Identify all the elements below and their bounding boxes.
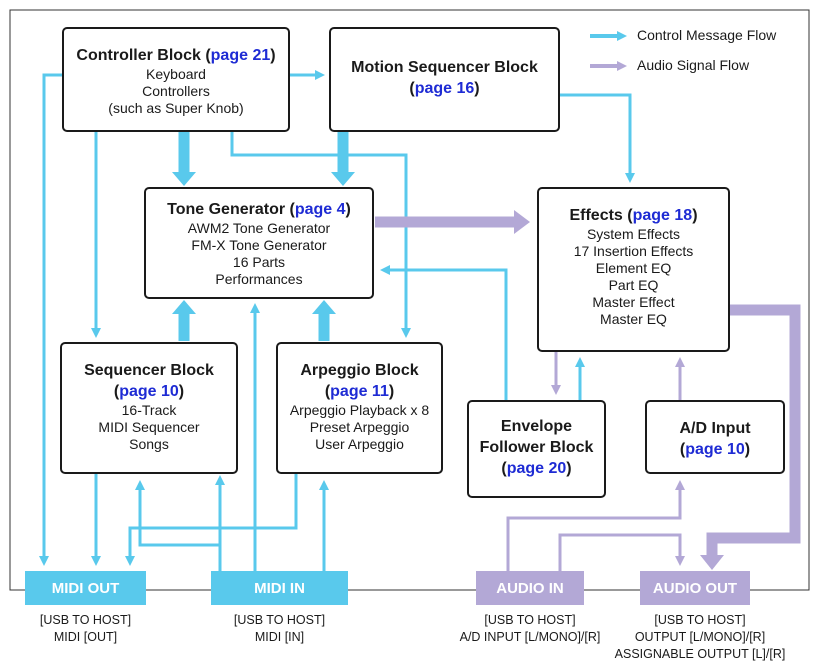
midi-out-caption: [USB TO HOST] MIDI [OUT] <box>5 612 166 646</box>
sequencer-block-page-link[interactable]: page 10 <box>119 383 179 400</box>
midi-in-caption-line: [USB TO HOST] <box>233 613 326 627</box>
tone-generator-block-title: Tone Generator (page 4) <box>167 201 351 218</box>
ad-input-block-page: (page 10) <box>679 441 751 458</box>
sequencer-block-line: MIDI Sequencer <box>98 419 200 435</box>
effects-block-line: Part EQ <box>608 277 659 293</box>
tone-generator-block-line: FM-X Tone Generator <box>191 237 327 253</box>
controller-block-line: (such as Super Knob) <box>108 100 244 116</box>
motion-sequencer-block-page-link[interactable]: page 16 <box>414 80 475 97</box>
controller-block-page-link[interactable]: page 21 <box>210 47 271 64</box>
tone-generator-block-line: 16 Parts <box>232 254 286 270</box>
effects-block-page-link[interactable]: page 18 <box>632 207 693 224</box>
envelope-follower-block-title-line1: Envelope <box>500 418 573 435</box>
motion-to-tone-arrowhead <box>331 172 355 186</box>
sequencer-block-line: Songs <box>129 436 169 452</box>
audio-in-caption-line: A/D INPUT [L/MONO]/[R] <box>459 630 601 644</box>
controller-block-line: Controllers <box>142 83 210 99</box>
ad-input-block-title: A/D Input <box>679 420 751 437</box>
controller-block-line: Keyboard <box>146 66 206 82</box>
controller-to-midi-out-arrow <box>39 73 62 566</box>
effects-block-title: Effects (page 18) <box>569 207 698 224</box>
envelope-follower-block: Envelope Follower Block (page 20) <box>467 400 606 498</box>
arpeggio-block-line: Arpeggio Playback x 8 <box>289 402 430 418</box>
arpeggio-block-line: Preset Arpeggio <box>309 419 410 435</box>
arpeggio-block-line: User Arpeggio <box>315 436 404 452</box>
frame-line <box>9 9 810 591</box>
effects-block-line: Master Effect <box>592 294 675 310</box>
controller-to-arpeggio-arrow <box>230 132 411 338</box>
audio-in-caption-line: [USB TO HOST] <box>484 613 576 627</box>
arpeggio-block: Arpeggio Block (page 11) Arpeggio Playba… <box>276 342 443 474</box>
effects-block-line: Master EQ <box>600 311 667 327</box>
audio-out-caption-line: ASSIGNABLE OUTPUT [L]/[R] <box>614 647 786 661</box>
effects-block-line: System Effects <box>586 226 681 242</box>
audio-in-caption: [USB TO HOST] A/D INPUT [L/MONO]/[R] <box>440 612 620 646</box>
effects-block: Effects (page 18) System Effects 17 Inse… <box>537 187 730 352</box>
motion-to-effects-arrow <box>560 93 635 183</box>
midi-in-port: MIDI IN <box>211 571 348 605</box>
effects-to-audio-out-arrow <box>706 304 801 555</box>
envelope-to-tone-arrow <box>380 265 508 400</box>
midi-in-caption-line: MIDI [IN] <box>254 630 305 644</box>
midi-out-caption-line: [USB TO HOST] <box>39 613 132 627</box>
sequencer-block-line: 16-Track <box>121 402 177 418</box>
ad-input-block-page-link[interactable]: page 10 <box>685 441 745 458</box>
arpeggio-block-title: Arpeggio Block <box>300 362 419 379</box>
audio-in-to-envelope-arrow <box>506 480 685 571</box>
midi-in-caption: [USB TO HOST] MIDI [IN] <box>199 612 360 646</box>
tone-generator-block-line: AWM2 Tone Generator <box>187 220 331 236</box>
audio-out-caption-line: OUTPUT [L/MONO]/[R] <box>634 630 766 644</box>
arpeggio-to-tone-arrowhead <box>312 300 336 314</box>
effects-block-title-text: Effects <box>569 207 623 224</box>
effects-block-line: Element EQ <box>595 260 672 276</box>
tone-generator-block: Tone Generator (page 4) AWM2 Tone Genera… <box>144 187 374 299</box>
controller-block-title-text: Controller Block <box>76 47 201 64</box>
sequencer-block: Sequencer Block (page 10) 16-Track MIDI … <box>60 342 238 474</box>
audio-in-port: AUDIO IN <box>476 571 584 605</box>
midi-out-caption-line: MIDI [OUT] <box>53 630 118 644</box>
motion-sequencer-block-page: (page 16) <box>409 80 480 97</box>
effects-to-audio-out-arrowhead <box>700 555 724 570</box>
midi-in-to-sequencer-arrow <box>135 480 222 571</box>
arpeggio-block-page-link[interactable]: page 11 <box>330 383 389 400</box>
arpeggio-block-page: (page 11) <box>324 383 395 400</box>
controller-block: Controller Block (page 21) Keyboard Cont… <box>62 27 290 132</box>
envelope-follower-block-page-link[interactable]: page 20 <box>506 460 567 477</box>
effects-block-line: 17 Insertion Effects <box>573 243 694 259</box>
tone-generator-block-page-link[interactable]: page 4 <box>294 201 346 218</box>
audio-out-port: AUDIO OUT <box>640 571 750 605</box>
arpeggio-to-midi-out-arrow <box>125 474 298 566</box>
tone-generator-block-line: Performances <box>215 271 303 287</box>
audio-out-caption: [USB TO HOST] OUTPUT [L/MONO]/[R] ASSIGN… <box>600 612 800 663</box>
motion-sequencer-block-title: Motion Sequencer Block <box>351 59 538 76</box>
midi-out-port: MIDI OUT <box>25 571 146 605</box>
tone-generator-block-title-text: Tone Generator <box>167 201 286 218</box>
sequencer-to-tone-arrowhead <box>172 300 196 314</box>
motion-sequencer-block: Motion Sequencer Block (page 16) <box>329 27 560 132</box>
audio-out-caption-line: [USB TO HOST] <box>654 613 746 627</box>
tone-to-effects-audio-arrowhead <box>514 210 530 234</box>
legend-control-label: Control Message Flow <box>637 27 777 43</box>
ad-input-block: A/D Input (page 10) <box>645 400 785 474</box>
controller-to-tone-arrowhead <box>172 172 196 186</box>
controller-block-title: Controller Block (page 21) <box>76 47 276 64</box>
sequencer-block-page: (page 10) <box>113 383 185 400</box>
legend-audio-label: Audio Signal Flow <box>637 57 750 73</box>
sequencer-block-title: Sequencer Block <box>84 362 214 379</box>
audio-in-to-audio-out-arrow <box>558 533 685 571</box>
envelope-follower-block-title-line2: Follower Block <box>479 439 594 456</box>
envelope-follower-block-page: (page 20) <box>501 460 572 477</box>
